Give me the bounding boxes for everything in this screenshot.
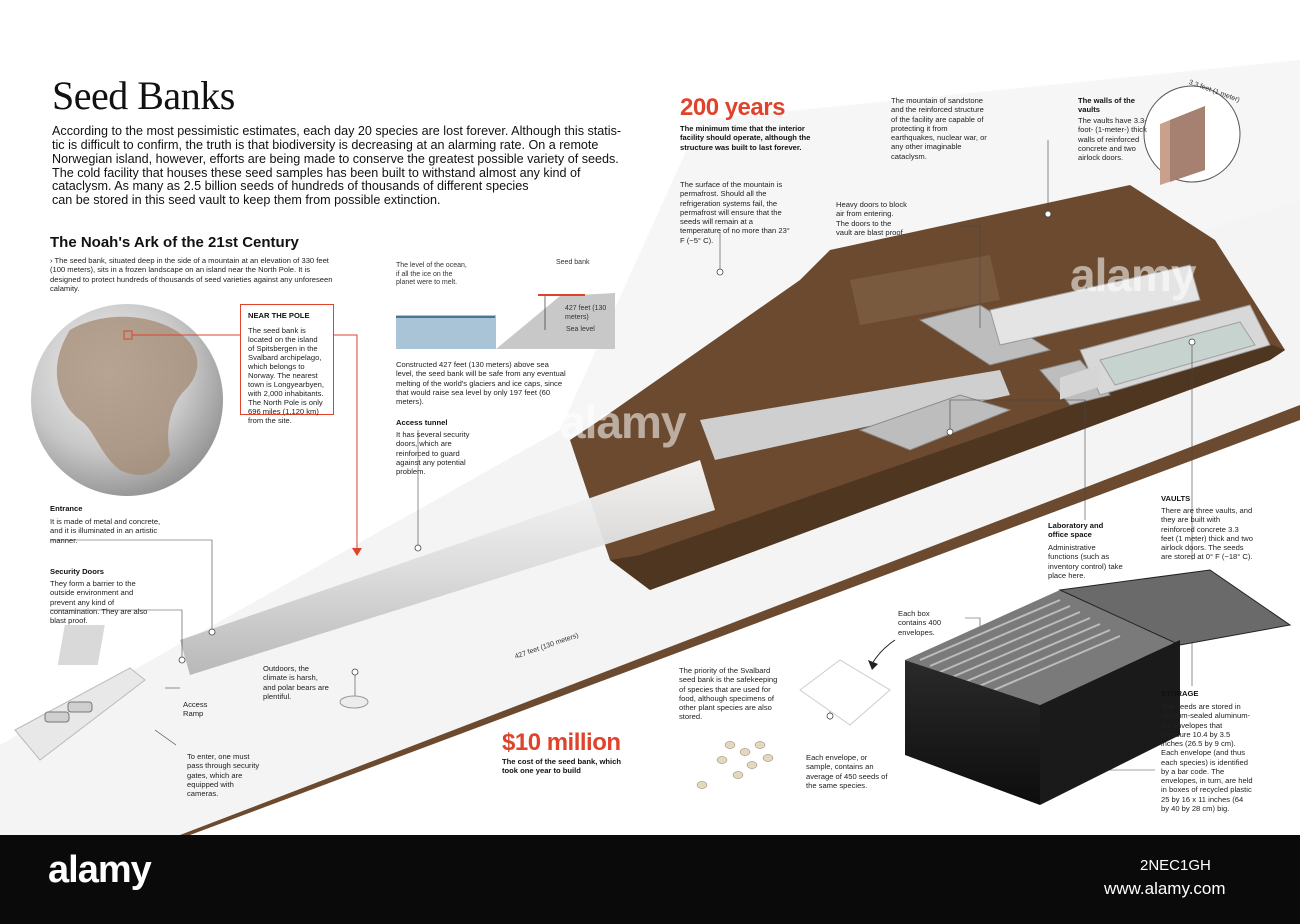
storage-box-top xyxy=(905,590,1180,705)
laboratory-heading: Laboratory and office space xyxy=(1048,521,1104,540)
sub-intro-text: › The seed bank, situated deep in the si… xyxy=(50,256,333,293)
intro-line: cataclysm. As many as 2.5 billion seeds … xyxy=(52,179,529,194)
years-text: The minimum time that the interior facil… xyxy=(680,124,811,152)
mountain-note: The mountain of sandstone and the reinfo… xyxy=(891,96,987,161)
entrance-heading: Entrance xyxy=(50,504,83,513)
cost-text: The cost of the seed bank, which took on… xyxy=(502,757,621,776)
watermark: alamy xyxy=(1070,249,1196,301)
seed-vault-illustration xyxy=(0,85,1300,835)
security-doors-text: They form a barrier to the outside envir… xyxy=(50,579,148,625)
seed-envelope xyxy=(799,659,891,726)
priority-note: The priority of the Svalbard seed bank i… xyxy=(679,666,778,722)
vaults-heading: VAULTS xyxy=(1161,494,1191,503)
sea-diagram-caption: Constructed 427 feet (130 meters) above … xyxy=(396,360,566,406)
access-tunnel-heading: Access tunnel xyxy=(396,418,448,427)
slab-edge xyxy=(180,405,1300,835)
intro-line: According to the most pessimistic estima… xyxy=(52,124,622,138)
permafrost-note: The surface of the mountain is permafros… xyxy=(680,180,790,245)
access-ramp-label: Access Ramp xyxy=(183,700,208,719)
stock-footer-bar xyxy=(0,835,1300,924)
height-label: 427 feet (130 meters) xyxy=(565,305,607,321)
near-pole-arrow xyxy=(352,548,362,556)
globe-land xyxy=(56,316,198,475)
vaults-text: There are three vaults, and they are bui… xyxy=(1161,506,1254,562)
leader-dots xyxy=(178,210,1196,720)
access-tunnel-text: It has several security doors, which are… xyxy=(396,430,470,476)
intro-line: can be stored in this seed vault to keep… xyxy=(52,193,441,208)
sea-level-label: Sea level xyxy=(566,326,595,333)
image-id: 2NEC1GH xyxy=(1140,857,1211,874)
seed-bank-label: Seed bank xyxy=(556,259,590,266)
soil-floor xyxy=(610,340,1285,590)
intro-line: tic is difficult to confirm, the truth i… xyxy=(52,137,599,152)
watermark: alamy xyxy=(560,396,686,448)
security-gates-note: To enter, one must pass through security… xyxy=(187,752,260,798)
near-pole-text: The seed bank is located on the island o… xyxy=(248,326,324,425)
footer-url: www.alamy.com xyxy=(1104,879,1226,898)
box-note: Each box contains 400 envelopes. xyxy=(898,609,942,637)
storage-box-side xyxy=(1040,640,1180,805)
seed-pile xyxy=(696,741,774,789)
near-pole-box: NEAR THE POLE The seed bank is located o… xyxy=(240,304,334,425)
near-pole-leader xyxy=(334,334,358,552)
outdoors-note: Outdoors, the climate is harsh, and pola… xyxy=(263,664,329,701)
box-arrow-head xyxy=(868,660,878,670)
storage-envelopes xyxy=(919,599,1121,697)
parking-lot xyxy=(14,667,146,761)
entrance-block xyxy=(57,625,105,665)
walls-heading: The walls of the vaults xyxy=(1078,96,1135,115)
storage-box-lid xyxy=(1058,569,1292,646)
years-figure: 200 years xyxy=(680,94,785,121)
entrance-text: It is made of metal and concrete, and it… xyxy=(50,517,161,545)
laboratory-text: Administrative functions (such as invent… xyxy=(1048,543,1123,580)
page-title: Seed Banks xyxy=(52,73,235,118)
intro-paragraph: According to the most pessimistic estima… xyxy=(52,124,622,208)
sea-water xyxy=(396,315,496,349)
sea-slope xyxy=(396,293,615,349)
storage-box-front xyxy=(905,660,1040,805)
cost-figure: $10 million xyxy=(502,729,621,756)
envelope-note: Each envelope, or sample, contains an av… xyxy=(806,753,888,790)
tunnel-tube xyxy=(180,460,715,675)
car-1 xyxy=(44,711,70,723)
heavy-doors-note: Heavy doors to block air from entering. … xyxy=(836,200,907,237)
storage-heading: STORAGE xyxy=(1161,689,1199,698)
wall-detail-face xyxy=(1170,106,1205,182)
tunnel-inner xyxy=(700,370,1010,460)
leader-lines xyxy=(50,140,1193,771)
near-pole-heading: NEAR THE POLE xyxy=(248,311,310,320)
intro-line: Norwegian island, however, efforts are b… xyxy=(52,151,619,166)
ocean-level-label: The level of the ocean, if all the ice o… xyxy=(396,262,467,287)
vault-rooms xyxy=(850,255,1271,396)
section-subtitle: The Noah's Ark of the 21st Century xyxy=(50,234,299,251)
alamy-logo: alamy xyxy=(48,849,152,891)
polar-bear xyxy=(339,695,369,709)
car-2 xyxy=(67,701,93,713)
intro-line: The cold facility that houses these seed… xyxy=(52,165,581,180)
box-label xyxy=(1060,364,1100,400)
box-arrow xyxy=(871,639,896,665)
security-doors-heading: Security Doors xyxy=(50,567,105,576)
storage-text: The seeds are stored in vacuum-sealed al… xyxy=(1161,702,1253,813)
walls-text: The vaults have 3.3-foot- (1-meter-) thi… xyxy=(1078,116,1147,162)
